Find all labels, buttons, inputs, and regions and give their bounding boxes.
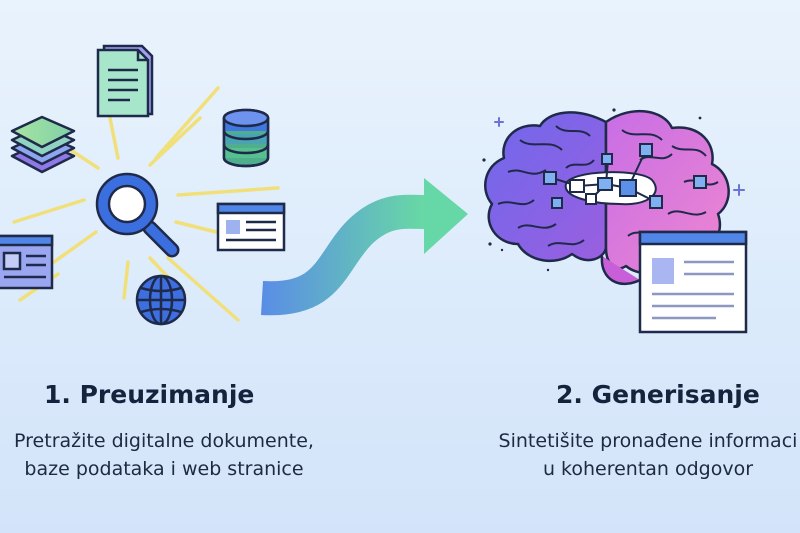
step-1-description-line: baze podataka i web stranice <box>24 458 304 480</box>
step-1-title: 1. Preuzimanje <box>44 380 255 409</box>
step-2-description-line: Sintetišite pronađene informaci <box>498 430 798 452</box>
step-1-description-line: Pretražite digitalne dokumente, <box>14 430 314 452</box>
search-icon <box>95 172 180 258</box>
step-2-description: Sintetišite pronađene informaci u kohere… <box>478 427 800 483</box>
sparkle-icon <box>494 117 745 196</box>
webpage-icon <box>0 234 54 290</box>
brain-icon <box>484 109 730 286</box>
step-1-description: Pretražite digitalne dokumente, baze pod… <box>0 427 332 483</box>
webpage-icon <box>638 230 748 334</box>
arrow-icon <box>261 178 468 316</box>
step-2-title: 2. Generisanje <box>556 380 760 409</box>
database-icon <box>222 108 270 168</box>
globe-icon <box>135 274 187 326</box>
network-icon <box>543 143 707 209</box>
layers-icon <box>10 115 76 174</box>
step-2-description-line: u koherentan odgovor <box>542 458 754 480</box>
webpage-icon <box>216 202 286 252</box>
document-icon <box>96 44 154 118</box>
